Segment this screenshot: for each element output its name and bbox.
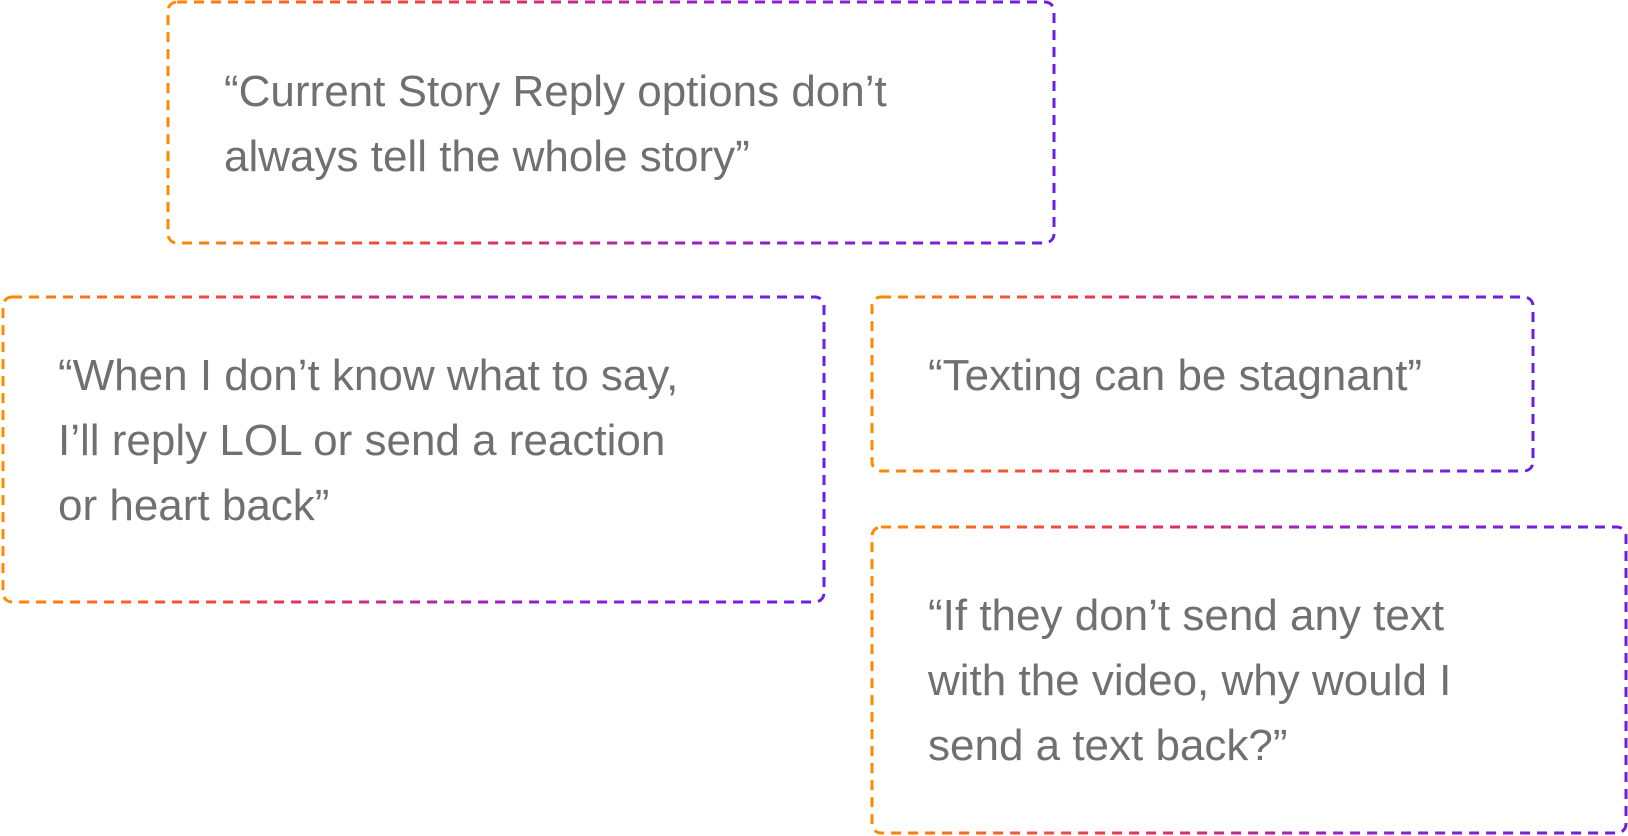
quote-card-2-text: “When I don’t know what to say, I’ll rep… xyxy=(58,343,678,538)
quote-line: I’ll reply LOL or send a reaction xyxy=(58,416,666,465)
quote-line: “Texting can be stagnant” xyxy=(928,351,1423,400)
quote-line: or heart back” xyxy=(58,481,330,530)
quote-line: always tell the whole story” xyxy=(224,132,750,181)
quote-card-4-text: “If they don’t send any text with the vi… xyxy=(928,583,1451,778)
quote-line: “Current Story Reply options don’t xyxy=(224,67,887,116)
quote-line: “When I don’t know what to say, xyxy=(58,351,679,400)
quote-line: send a text back?” xyxy=(928,721,1288,770)
quote-card-3-text: “Texting can be stagnant” xyxy=(928,343,1422,408)
quote-card-1-text: “Current Story Reply options don’t alway… xyxy=(224,59,887,189)
quote-line: with the video, why would I xyxy=(928,656,1452,705)
quote-line: “If they don’t send any text xyxy=(928,591,1445,640)
